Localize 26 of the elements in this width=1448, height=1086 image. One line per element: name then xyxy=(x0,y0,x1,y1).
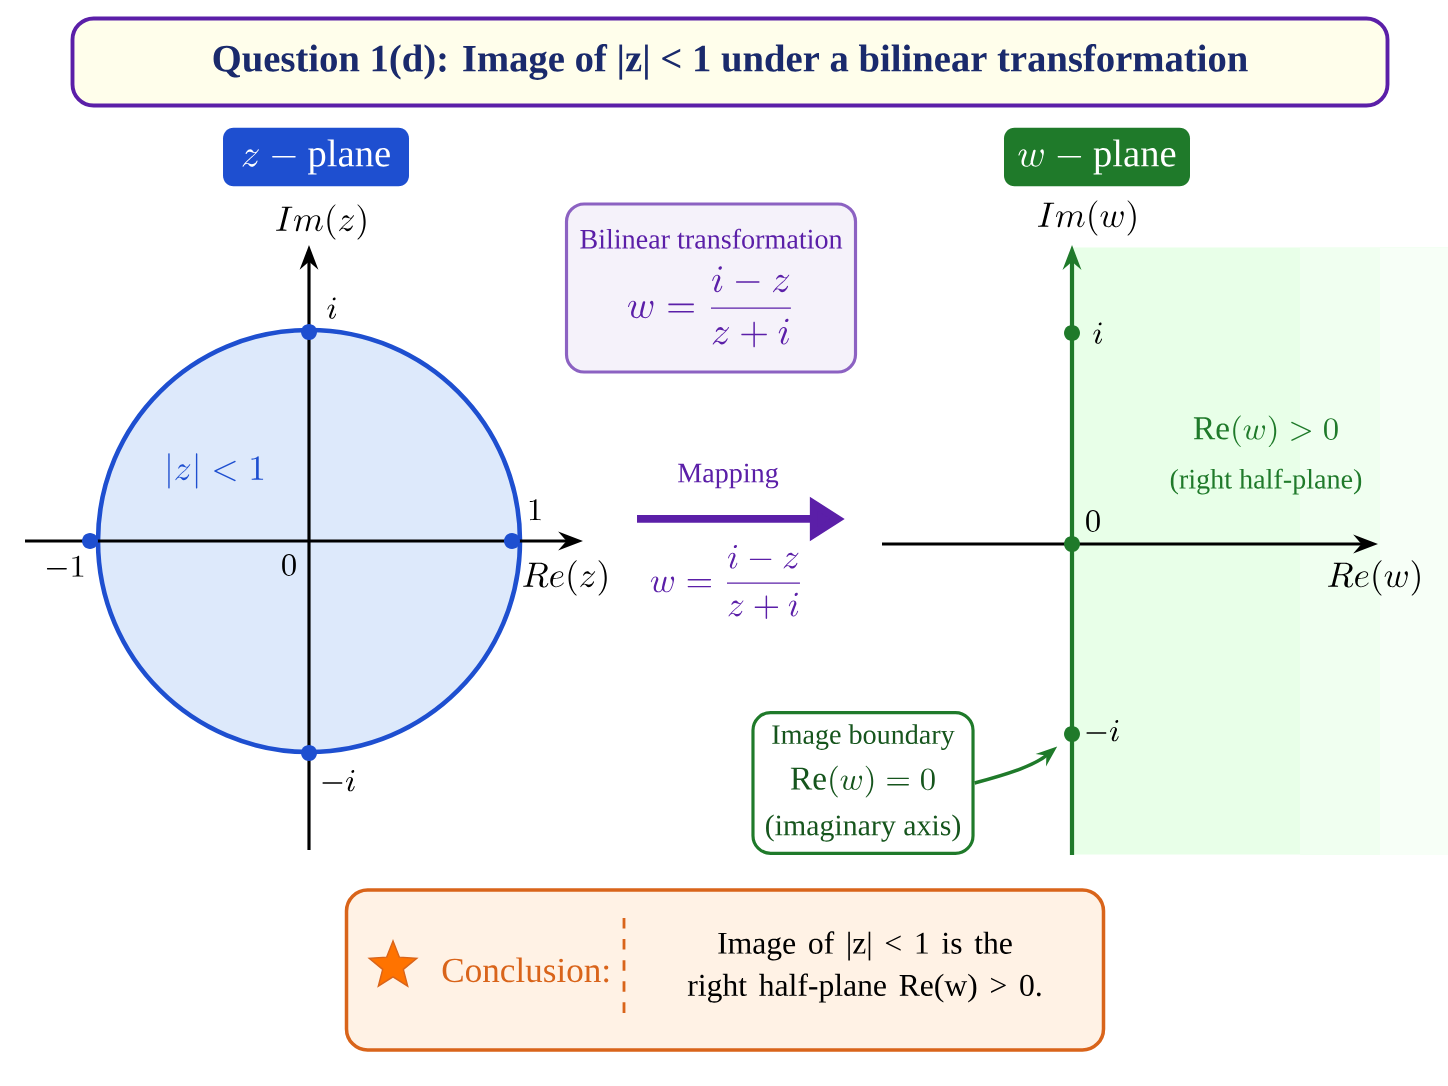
point-dot xyxy=(301,745,317,761)
title-banner: Question 1(d): Image of |z| < 1 under a bilinear transformation xyxy=(70,16,1390,108)
point-label: $-i$ xyxy=(1086,720,1119,742)
conclusion-box: Conclusion: Image of |z| < 1 is the right half-plane Re(w) > 0. xyxy=(344,888,1106,1052)
axis-label: $Re(w)$ xyxy=(1328,560,1420,596)
point-label: $0$ xyxy=(1086,510,1100,532)
axis-label: $Im(w)$ xyxy=(1037,200,1136,236)
point-label: $i$ xyxy=(1093,322,1103,344)
label-text: Mapping xyxy=(678,463,779,489)
point-label: $1$ xyxy=(529,499,541,521)
point-dot xyxy=(82,533,98,549)
axis-label: $Re(z)$ xyxy=(523,560,607,596)
point-dot xyxy=(1064,536,1080,552)
point-dot xyxy=(301,324,317,340)
plane-badge: $w - \mathrm{plane}$ xyxy=(1004,127,1190,187)
note-box: Image boundary $\mathrm{Re}(w) = 0$ (imaginary axis) xyxy=(751,711,975,855)
axis-label: $0$ xyxy=(282,554,296,576)
plane-badge: $z - \mathrm{plane}$ xyxy=(223,127,409,187)
point-label: $i$ xyxy=(327,297,337,319)
point-dot xyxy=(1064,325,1080,341)
point-label: $-i$ xyxy=(322,770,355,792)
point-dot xyxy=(1064,726,1080,742)
axis-label: $Im(z)$ xyxy=(276,204,366,240)
formula-box: Bilinear transformation $w = \frac{i - z}{z + i}$ xyxy=(564,202,858,374)
point-label: $-1$ xyxy=(46,555,84,577)
formula: $w = \frac{i - z}{z + i}$ xyxy=(650,544,800,619)
